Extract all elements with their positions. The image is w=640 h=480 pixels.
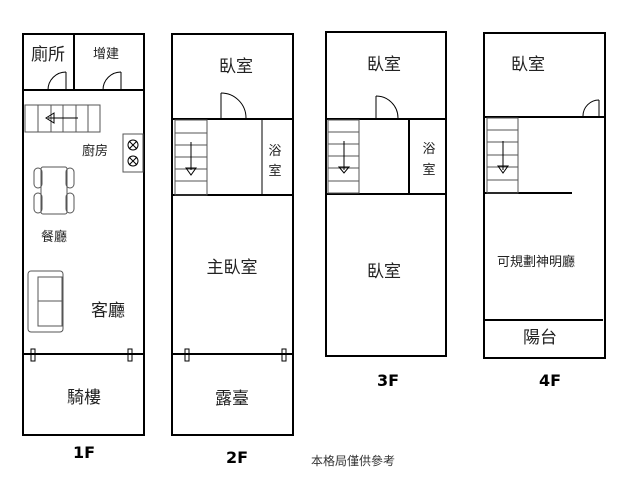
room-label-bath: 浴	[422, 142, 435, 157]
pillar-icon	[184, 348, 190, 362]
floor-4f-outline	[483, 32, 606, 359]
room-label-bath: 室	[422, 162, 435, 178]
door-icon	[582, 99, 600, 117]
room-label-kitchen: 廚房	[82, 143, 108, 159]
stairs-icon	[327, 119, 360, 194]
floor-1f-outline	[22, 33, 145, 436]
disclaimer-note: 本格局僅供參考	[311, 453, 395, 468]
room-label-master-bedroom: 主臥室	[207, 258, 258, 278]
room-label-bath: 浴	[268, 144, 281, 159]
floor-label-2f: 2F	[226, 448, 248, 467]
room-label-terrace: 露臺	[215, 389, 249, 409]
room-label-arcade: 騎樓	[67, 388, 101, 408]
pillar-icon	[30, 348, 36, 362]
pillar-icon	[281, 348, 287, 362]
door-icon	[102, 71, 122, 91]
floor-4f: 臥室 可規劃神明廳 陽台 4F	[483, 32, 606, 390]
room-label-bedroom: 臥室	[367, 262, 401, 282]
room-label-toilet: 廁所	[31, 44, 65, 65]
floor-label-4f: 4F	[539, 371, 561, 390]
dining-table-icon	[33, 166, 75, 215]
room-label-shrine-hall: 可規劃神明廳	[497, 254, 575, 270]
floor-3f: 臥室 浴 室 臥室 3F	[325, 31, 447, 390]
door-icon	[47, 71, 67, 91]
pillar-icon	[127, 348, 133, 362]
room-label-bedroom: 臥室	[511, 55, 545, 75]
room-label-extension: 增建	[93, 47, 119, 62]
stairs-icon	[486, 117, 519, 194]
floor-label-1f: 1F	[73, 443, 95, 462]
door-icon	[220, 92, 247, 119]
stairs-icon	[24, 104, 101, 133]
room-label-balcony: 陽台	[523, 328, 557, 348]
stove-icon	[122, 133, 144, 173]
floor-2f: 臥室 浴 室 主臥室 露臺 2F	[171, 33, 294, 467]
floor-2f-outline	[171, 33, 294, 436]
door-icon	[375, 95, 399, 119]
room-label-living: 客廳	[91, 301, 125, 321]
room-label-bath: 室	[268, 163, 281, 179]
stairs-icon	[174, 119, 208, 196]
sofa-icon	[27, 270, 64, 333]
room-label-bedroom: 臥室	[219, 57, 253, 77]
floor-1f: 廁所 增建 廚房 餐廳 客廳 騎樓 1F	[22, 33, 145, 462]
room-label-dining: 餐廳	[41, 229, 67, 245]
floor-label-3f: 3F	[377, 371, 399, 390]
room-label-bedroom: 臥室	[367, 55, 401, 75]
